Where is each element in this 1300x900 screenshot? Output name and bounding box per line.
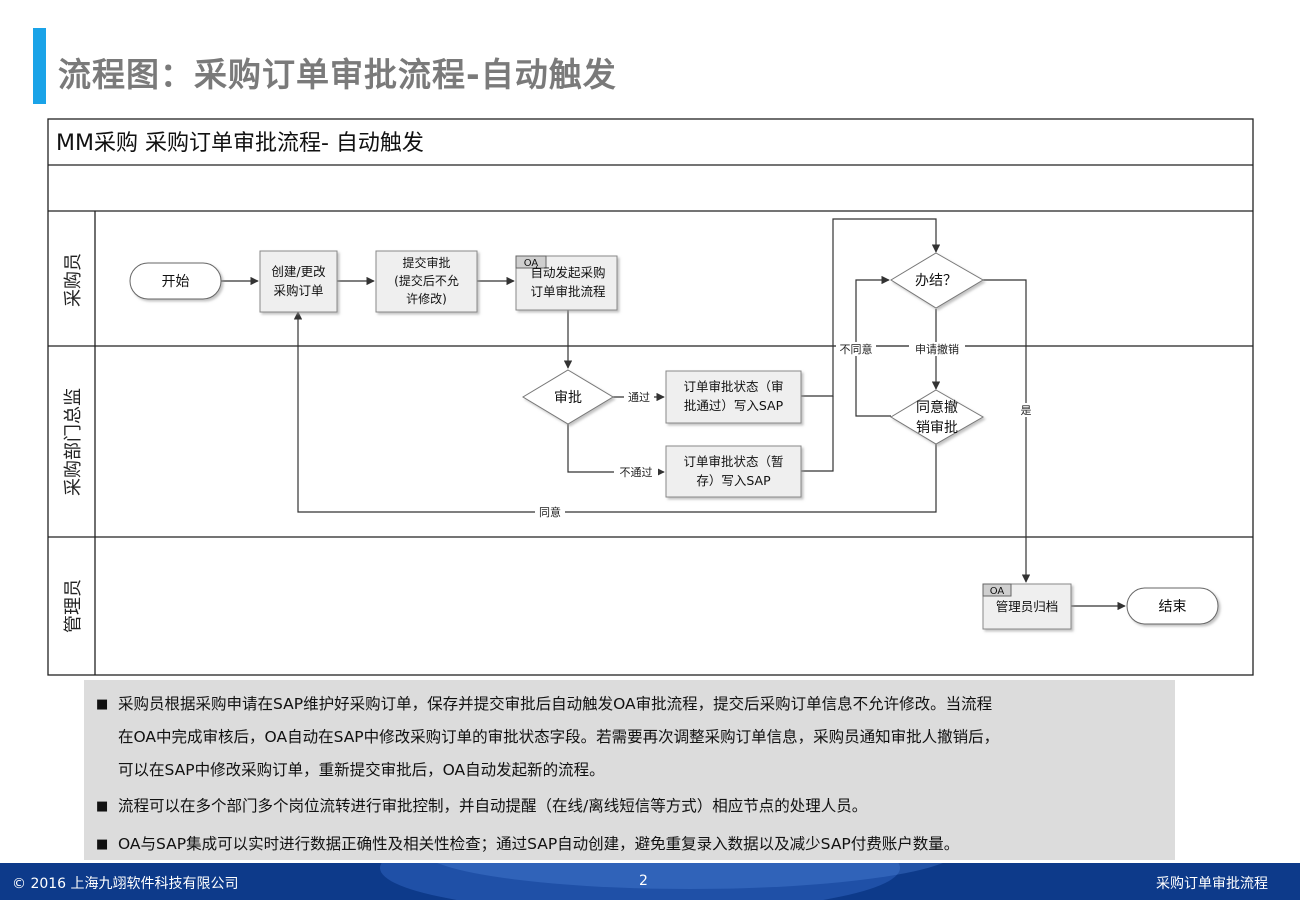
edge-label-apply-revoke: 申请撤销 <box>915 342 959 356</box>
node-status-hold-line2: 存）写入SAP <box>696 473 771 488</box>
node-done-label: 办结？ <box>915 273 957 289</box>
node-create-line1: 创建/更改 <box>271 264 326 279</box>
node-start: 开始 <box>129 262 222 300</box>
node-revoke-line2: 销审批 <box>916 420 958 436</box>
edge-label-pass: 通过 <box>628 391 650 404</box>
note-item-1: 采购员根据采购申请在SAP维护好采购订单，保存并提交审批后自动触发OA审批流程，… <box>96 688 1158 721</box>
oa-badge <box>982 583 1012 597</box>
edge-label-yes: 是 <box>1021 404 1032 417</box>
edge-label-fail: 不通过 <box>620 466 653 479</box>
node-revoke-decision: 同意撤 销审批 <box>890 389 985 445</box>
edge-pass-done <box>801 218 941 397</box>
note-item-2: 流程可以在多个部门多个岗位流转进行审批控制，并自动提醒（在线/离线短信等方式）相… <box>96 790 1158 823</box>
node-submit-line1: 提交审批 <box>402 255 450 270</box>
footer-copyright: © 2016 上海九翊软件科技有限公司 <box>12 876 239 892</box>
node-revoke-line1: 同意撤 <box>916 399 958 416</box>
edge-fail-done <box>801 396 834 472</box>
node-done-decision: 办结？ <box>890 252 984 309</box>
node-status-pass-line2: 批通过）写入SAP <box>684 398 784 413</box>
footer-wave <box>380 863 900 900</box>
edge-label-disagree: 不同意 <box>840 342 873 356</box>
node-end: 结束 <box>1126 587 1219 625</box>
node-approve-label: 审批 <box>554 390 582 406</box>
note-item-1-cont-a: 在OA中完成审核后，OA自动在SAP中修改采购订单的审批状态字段。若需要再次调整… <box>118 728 1000 746</box>
node-submit-line3: 许修改) <box>406 291 447 306</box>
node-admin-archive: OA 管理员归档 <box>982 583 1072 630</box>
lane-label-buyer: 采购员 <box>63 253 84 307</box>
connectors <box>221 218 1126 611</box>
footer-page-number: 2 <box>639 873 648 889</box>
node-submit-line2: (提交后不允 <box>394 273 459 288</box>
node-auto-line1: 自动发起采购 <box>530 265 605 280</box>
oa-badge-label-2: OA <box>990 586 1005 597</box>
lane-label-admin: 管理员 <box>63 579 84 633</box>
note-item-1-cont-b: 可以在SAP中修改采购订单，重新提交审批后，OA自动发起新的流程。 <box>118 761 605 779</box>
node-status-hold-line1: 订单审批状态（暂 <box>683 454 783 469</box>
edge-approve-fail <box>567 424 665 477</box>
node-auto-line2: 订单审批流程 <box>530 284 606 299</box>
note-item-3: OA与SAP集成可以实时进行数据正确性及相关性检查；通过SAP自动创建，避免重复… <box>96 828 1158 861</box>
node-end-label: 结束 <box>1159 599 1187 615</box>
edge-label-agree: 同意 <box>539 505 561 519</box>
node-archive-label: 管理员归档 <box>996 599 1059 614</box>
edge-agree-create <box>293 311 937 513</box>
edge-done-archive <box>983 279 1031 583</box>
oa-badge <box>515 255 547 269</box>
node-approve-decision: 审批 <box>522 369 614 425</box>
node-status-pass: 订单审批状态（审 批通过）写入SAP <box>665 370 802 424</box>
node-create-order: 创建/更改 采购订单 <box>259 250 338 313</box>
oa-badge-label: OA <box>524 258 539 269</box>
title-accent-bar <box>33 28 46 104</box>
notes-panel: 采购员根据采购申请在SAP维护好采购订单，保存并提交审批后自动触发OA审批流程，… <box>84 680 1175 861</box>
footer-section-title: 采购订单审批流程 <box>1156 876 1268 892</box>
node-status-pass-line1: 订单审批状态（审 <box>683 379 783 394</box>
footer-bar: © 2016 上海九翊软件科技有限公司 2 采购订单审批流程 <box>0 863 1300 900</box>
diagram-header: MM采购 采购订单审批流程- 自动触发 <box>56 131 424 156</box>
page-title: 流程图：采购订单审批流程-自动触发 <box>58 55 617 94</box>
node-status-hold: 订单审批状态（暂 存）写入SAP <box>665 445 802 498</box>
lane-label-director: 采购部门总监 <box>63 388 84 496</box>
node-auto-flow: OA 自动发起采购 订单审批流程 <box>515 255 618 311</box>
node-submit-approval: 提交审批 (提交后不允 许修改) <box>375 250 478 313</box>
node-create-line2: 采购订单 <box>273 283 323 298</box>
node-start-label: 开始 <box>162 274 190 290</box>
diagram-frame <box>47 118 1254 676</box>
